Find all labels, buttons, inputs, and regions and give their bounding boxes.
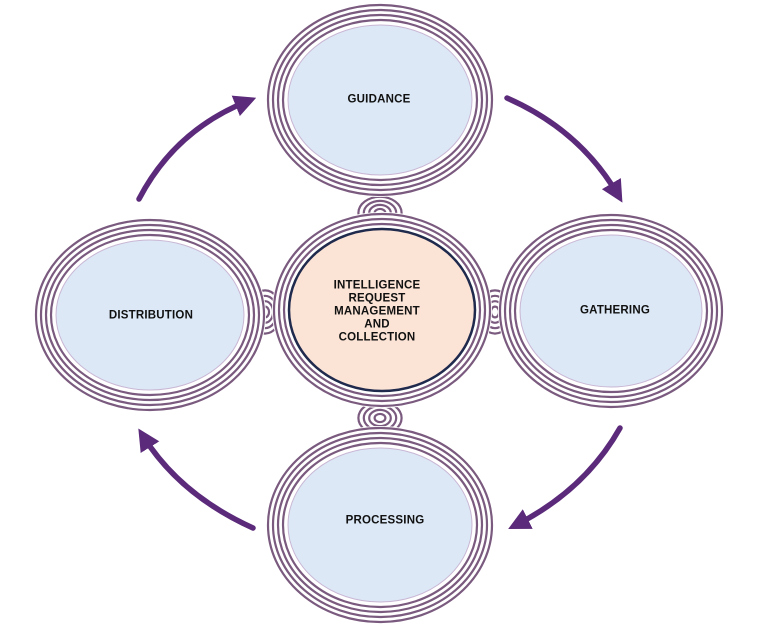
ring-stripe xyxy=(503,218,719,404)
ring-knot xyxy=(373,412,387,424)
ring-stripe xyxy=(281,18,479,182)
ring-stripe xyxy=(39,223,261,407)
arrow-processing-to-distribution xyxy=(138,428,256,531)
ring-stripe xyxy=(272,212,492,408)
node-distribution-label: DISTRIBUTION xyxy=(108,309,194,322)
ring-stripe xyxy=(277,217,487,403)
ring-stripe xyxy=(34,218,266,412)
ring-stripe xyxy=(266,3,494,197)
ring-stripe xyxy=(49,233,251,397)
node-fill xyxy=(287,24,473,176)
center-ring xyxy=(272,212,492,408)
ring-stripe xyxy=(508,223,714,399)
arrow-distribution-to-guidance xyxy=(136,95,257,202)
ring-stripe xyxy=(498,213,724,409)
center-label-line: MANAGEMENT xyxy=(334,305,420,318)
arrow-guidance-to-gathering xyxy=(504,95,623,203)
node-gathering-ring xyxy=(498,213,724,409)
center-label: INTELLIGENCE REQUEST MANAGEMENT AND COLL… xyxy=(334,280,421,345)
node-fill xyxy=(287,227,477,393)
ring-stripe xyxy=(271,8,489,192)
node-gathering-label: GATHERING xyxy=(580,304,650,317)
ring-stripe xyxy=(281,441,479,609)
node-fill xyxy=(55,239,245,391)
node-guidance-label: GUIDANCE xyxy=(347,93,411,106)
node-distribution-ring xyxy=(34,218,266,412)
center-label-line: AND xyxy=(364,318,390,331)
ring-stripe xyxy=(271,431,489,619)
node-processing-label: PROCESSING xyxy=(345,514,425,527)
center-label-line: REQUEST xyxy=(348,292,406,305)
ring-stripe xyxy=(276,13,484,187)
ring-stripe xyxy=(282,222,482,398)
ring-stripe xyxy=(276,436,484,614)
ring-stripe xyxy=(513,228,709,394)
ring-stripe xyxy=(44,228,256,402)
ring-stripe xyxy=(266,426,494,624)
center-label-line: INTELLIGENCE xyxy=(333,279,421,292)
node-fill xyxy=(287,447,473,603)
node-processing-ring xyxy=(266,426,494,624)
node-guidance-ring xyxy=(266,3,494,197)
arrow-gathering-to-processing xyxy=(508,425,623,529)
center-label-line: COLLECTION xyxy=(338,331,416,344)
node-fill xyxy=(519,234,703,388)
